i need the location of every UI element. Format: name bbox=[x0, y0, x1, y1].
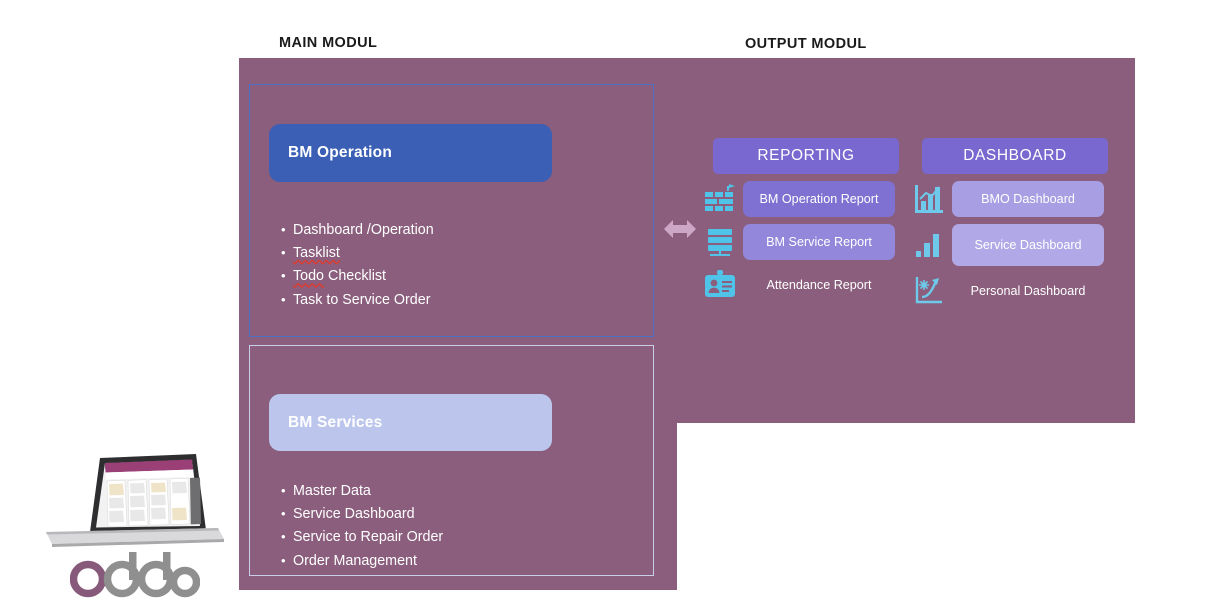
list-item: Order Management bbox=[281, 549, 443, 573]
dashboard-column: DASHBOARD BMO Dashboard bbox=[912, 138, 1108, 309]
list-item: Master Data bbox=[281, 479, 443, 503]
dashboard-label: Service Dashboard bbox=[952, 224, 1104, 266]
bm-services-title-pill[interactable]: BM Services bbox=[269, 394, 552, 451]
list-item: Service Dashboard bbox=[281, 502, 443, 526]
server-stack-icon bbox=[703, 225, 737, 259]
bm-operation-title-pill[interactable]: BM Operation bbox=[269, 124, 552, 182]
reporting-label: BM Service Report bbox=[743, 224, 895, 260]
bar-chart-icon bbox=[912, 228, 946, 262]
reporting-row-bm-operation[interactable]: BM Operation Report bbox=[703, 181, 899, 217]
list-item: Todo Checklist bbox=[281, 264, 434, 288]
double-arrow-icon bbox=[664, 220, 696, 238]
reporting-row-bm-service[interactable]: BM Service Report bbox=[703, 224, 899, 260]
dashboard-row-personal[interactable]: Personal Dashboard bbox=[912, 273, 1108, 309]
reporting-column-header: REPORTING bbox=[713, 138, 899, 174]
dashboard-row-bmo[interactable]: BMO Dashboard bbox=[912, 181, 1108, 217]
odoo-branding bbox=[38, 452, 234, 600]
dashboard-label: Personal Dashboard bbox=[970, 284, 1086, 298]
line-chart-arrow-icon bbox=[912, 274, 946, 308]
dashboard-column-header: DASHBOARD bbox=[922, 138, 1108, 174]
bm-operation-group bbox=[249, 84, 654, 337]
bm-operation-feature-list: Dashboard /Operation Tasklist Todo Check… bbox=[281, 218, 434, 312]
reporting-label: BM Operation Report bbox=[743, 181, 895, 217]
list-item: Dashboard /Operation bbox=[281, 218, 434, 242]
dashboard-row-service[interactable]: Service Dashboard bbox=[912, 224, 1108, 266]
bar-chart-frame-icon bbox=[912, 182, 946, 216]
bm-services-group bbox=[249, 345, 654, 576]
odoo-wordmark bbox=[70, 552, 200, 598]
list-item: Service to Repair Order bbox=[281, 525, 443, 549]
brick-wall-icon bbox=[703, 182, 737, 216]
main-module-heading: MAIN MODUL bbox=[279, 35, 378, 51]
id-badge-icon bbox=[703, 268, 737, 302]
reporting-column: REPORTING bbox=[703, 138, 899, 303]
output-module-heading: OUTPUT MODUL bbox=[745, 36, 867, 52]
dashboard-label: BMO Dashboard bbox=[952, 181, 1104, 217]
reporting-label: Attendance Report bbox=[766, 278, 872, 292]
reporting-row-attendance[interactable]: Attendance Report bbox=[703, 267, 899, 303]
list-item: Tasklist bbox=[281, 241, 434, 265]
list-item: Task to Service Order bbox=[281, 288, 434, 312]
bm-services-feature-list: Master Data Service Dashboard Service to… bbox=[281, 479, 443, 573]
laptop-image bbox=[46, 454, 224, 547]
